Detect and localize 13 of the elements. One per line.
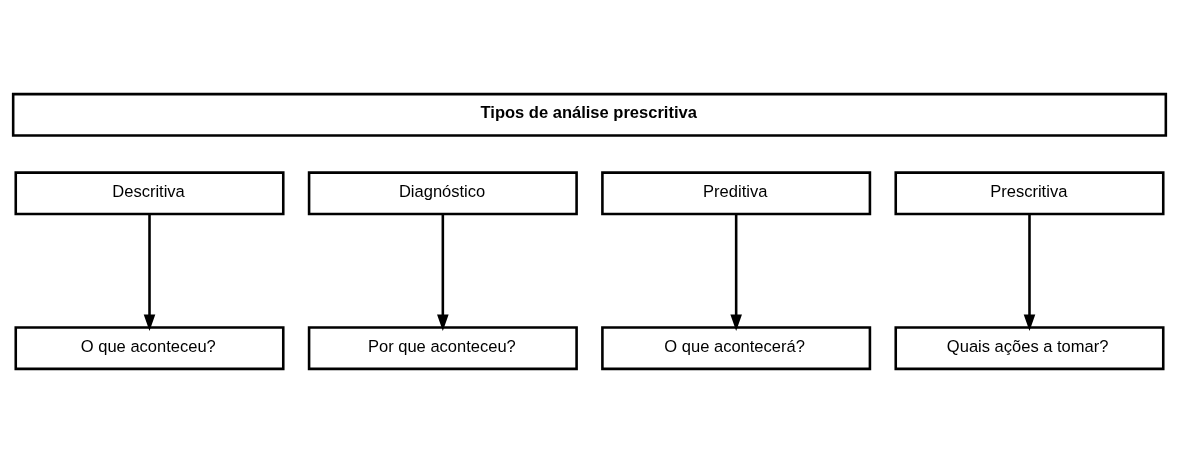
node-box: Por que aconteceu?	[307, 326, 578, 371]
node-box: Tipos de análise prescritiva	[11, 92, 1168, 137]
node-box: O que acontecerá?	[601, 326, 872, 371]
node-box: Prescritiva	[894, 171, 1165, 216]
node-box: O que aconteceu?	[14, 326, 285, 371]
node-box: Quais ações a tomar?	[894, 326, 1165, 371]
arrow	[437, 214, 449, 331]
arrow	[143, 214, 156, 331]
arrow	[1023, 214, 1036, 331]
arrow	[730, 214, 742, 331]
node-box: Preditiva	[601, 171, 872, 216]
node-box: Descritiva	[14, 171, 285, 216]
node-box: Diagnóstico	[307, 171, 578, 216]
